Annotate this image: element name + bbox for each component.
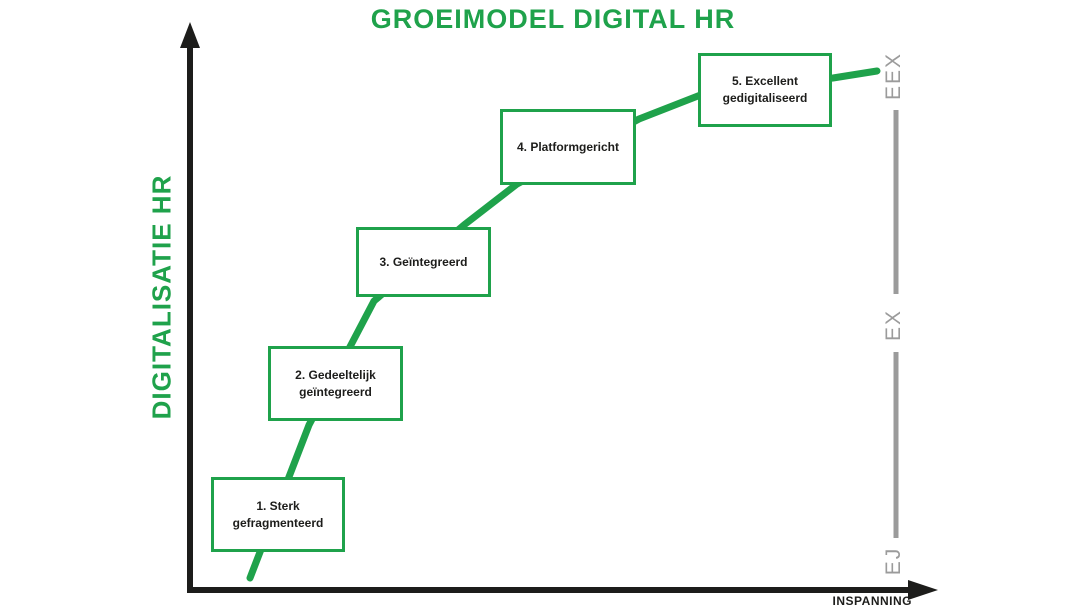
stage-label-4: 4. Platformgericht <box>516 139 620 154</box>
scale-label-ex: EX <box>882 308 905 342</box>
stage-label-5: 5. Excellent gedigitaliseerd <box>722 74 808 105</box>
stage-box-4: 4. Platformgericht <box>500 109 636 185</box>
y-axis-arrow-icon <box>180 22 200 48</box>
scale-label-ej: EJ <box>882 546 905 576</box>
diagram-title: GROEIMODEL DIGITAL HR <box>370 4 736 34</box>
stage-box-3: 3. Geïntegreerd <box>356 227 491 297</box>
stage-label-2: 2. Gedeeltelijk geïntegreerd <box>295 367 376 399</box>
stage-box-1: 1. Sterk gefragmenteerd <box>211 477 345 552</box>
stage-box-5: 5. Excellent gedigitaliseerd <box>698 53 832 127</box>
stage-label-1: 1. Sterk gefragmenteerd <box>232 498 324 530</box>
stage-label-3: 3. Geïntegreerd <box>379 254 468 269</box>
y-axis-label: DIGITALISATIE HR <box>146 174 177 420</box>
stage-box-2: 2. Gedeeltelijk geïntegreerd <box>268 346 403 421</box>
x-axis-arrow-icon <box>908 580 938 600</box>
x-axis-label: INSPANNING <box>832 594 912 608</box>
scale-label-eex: EEX <box>882 51 905 101</box>
